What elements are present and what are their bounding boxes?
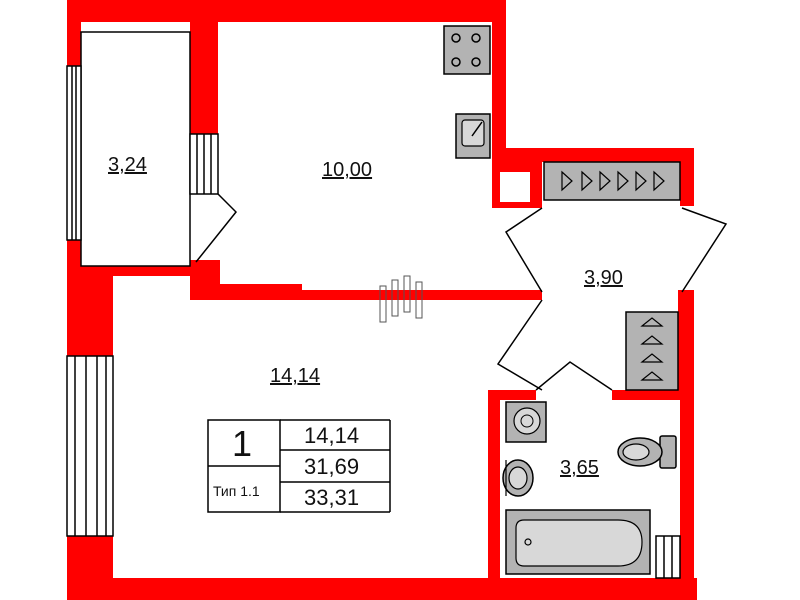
room-area-living: 14,14 xyxy=(270,365,320,387)
balcony-interior xyxy=(81,32,190,266)
wall-balcony-left-upper xyxy=(67,0,81,66)
info-total-with-balcony: 33,31 xyxy=(304,485,359,510)
window-bath-right xyxy=(655,535,681,579)
room-area-kitchen: 10,00 xyxy=(322,159,372,181)
wall-top xyxy=(67,0,505,22)
washbasin-icon xyxy=(502,459,534,497)
wall-kitchen-living-a xyxy=(190,284,302,300)
bathtub-icon xyxy=(505,509,651,575)
door-balcony xyxy=(195,193,238,263)
room-area-hall: 3,90 xyxy=(584,267,623,289)
wall-bath-right xyxy=(680,390,694,600)
sink-icon xyxy=(455,113,491,159)
stove-icon xyxy=(443,25,491,75)
wall-kitchen-right xyxy=(492,0,506,160)
wall-living-left-top xyxy=(67,276,113,356)
window-balcony xyxy=(66,65,82,241)
wall-balcony-bottom xyxy=(67,266,202,276)
window-living xyxy=(66,355,114,537)
kitchen-opening xyxy=(218,22,492,34)
wall-openings xyxy=(81,22,530,266)
door-hall-right xyxy=(681,207,728,293)
door-bathroom xyxy=(535,361,613,391)
doors xyxy=(195,193,728,391)
room-area-bathroom: 3,65 xyxy=(560,457,599,479)
info-living-area: 14,14 xyxy=(304,423,359,448)
wall-bottom xyxy=(67,578,697,600)
wall-hall-right xyxy=(678,290,694,398)
window-balcony-door xyxy=(189,133,219,195)
wardrobe-hangers-icon xyxy=(543,161,681,201)
room-count: 1 xyxy=(232,423,252,464)
wall-bath-top-left xyxy=(488,390,536,400)
type-label: Тип 1.1 xyxy=(213,483,260,499)
wall-bath-left xyxy=(488,390,500,578)
shaft-opening xyxy=(500,172,530,202)
room-area-balcony: 3,24 xyxy=(108,154,147,176)
toilet-icon xyxy=(617,435,677,469)
wall-partition-upper xyxy=(190,22,218,134)
info-total-area: 31,69 xyxy=(304,454,359,479)
sliding-door-icon xyxy=(379,275,423,323)
wardrobe-side-hangers-icon xyxy=(625,311,679,391)
info-table: 1 Тип 1.1 14,14 31,69 33,31 xyxy=(207,419,391,513)
wall-bath-top-right xyxy=(612,390,694,400)
door-living xyxy=(496,299,543,391)
door-hall-left xyxy=(504,207,543,293)
washing-machine-icon xyxy=(505,401,547,443)
wall-right-upper xyxy=(680,148,694,206)
